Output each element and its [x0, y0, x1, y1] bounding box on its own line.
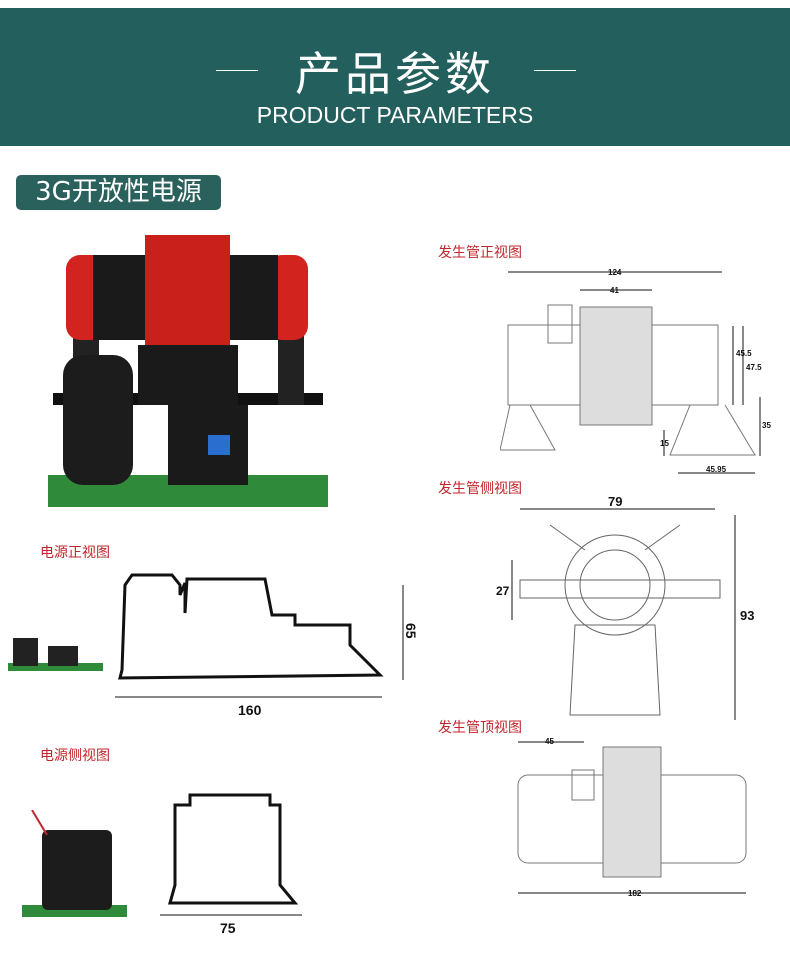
dimension-label: 47.5: [746, 363, 762, 372]
dimension-label: 93: [740, 608, 754, 623]
dimension-label: 160: [238, 702, 262, 718]
tube-top-drawing: 45 182: [517, 737, 747, 898]
tube-side-drawing: 79 27 93: [496, 495, 754, 720]
dimension-label: 45: [545, 737, 554, 746]
section-badge: 3G开放性电源: [16, 175, 221, 210]
psu-side-label: 电源侧视图: [40, 748, 110, 764]
divider: [534, 70, 576, 71]
dimension-label: 45.95: [706, 465, 727, 474]
dimension-label: 79: [608, 495, 622, 509]
dimension-label: 65: [403, 623, 419, 639]
psu-side-drawing: 75: [160, 793, 302, 936]
product-photo: [48, 235, 328, 507]
psu-front-label: 电源正视图: [40, 545, 110, 561]
page-subtitle: PRODUCT PARAMETERS: [256, 102, 534, 128]
divider: [216, 70, 258, 71]
dimension-label: 45.5: [736, 349, 752, 358]
psu-front-drawing: 160 65: [115, 573, 419, 718]
dimension-label: 124: [608, 268, 622, 277]
page-title: 产品参数: [295, 47, 495, 101]
dimension-label: 41: [610, 286, 619, 295]
dimension-label: 27: [496, 584, 510, 598]
header-banner: 产品参数 PRODUCT PARAMETERS: [0, 8, 790, 146]
dimension-label: 75: [220, 920, 236, 936]
tube-side-label: 发生管侧视图: [438, 481, 522, 497]
tube-front-label: 发生管正视图: [438, 245, 522, 261]
tube-front-drawing: 124 41 47.5 45.5 35 15 45.95: [500, 268, 771, 474]
dimension-label: 182: [628, 889, 642, 898]
dimension-label: 35: [762, 421, 771, 430]
tube-top-label: 发生管顶视图: [438, 720, 522, 736]
psu-front-thumbnail: [8, 638, 103, 671]
psu-side-thumbnail: [22, 810, 127, 917]
dimension-label: 15: [660, 439, 669, 448]
